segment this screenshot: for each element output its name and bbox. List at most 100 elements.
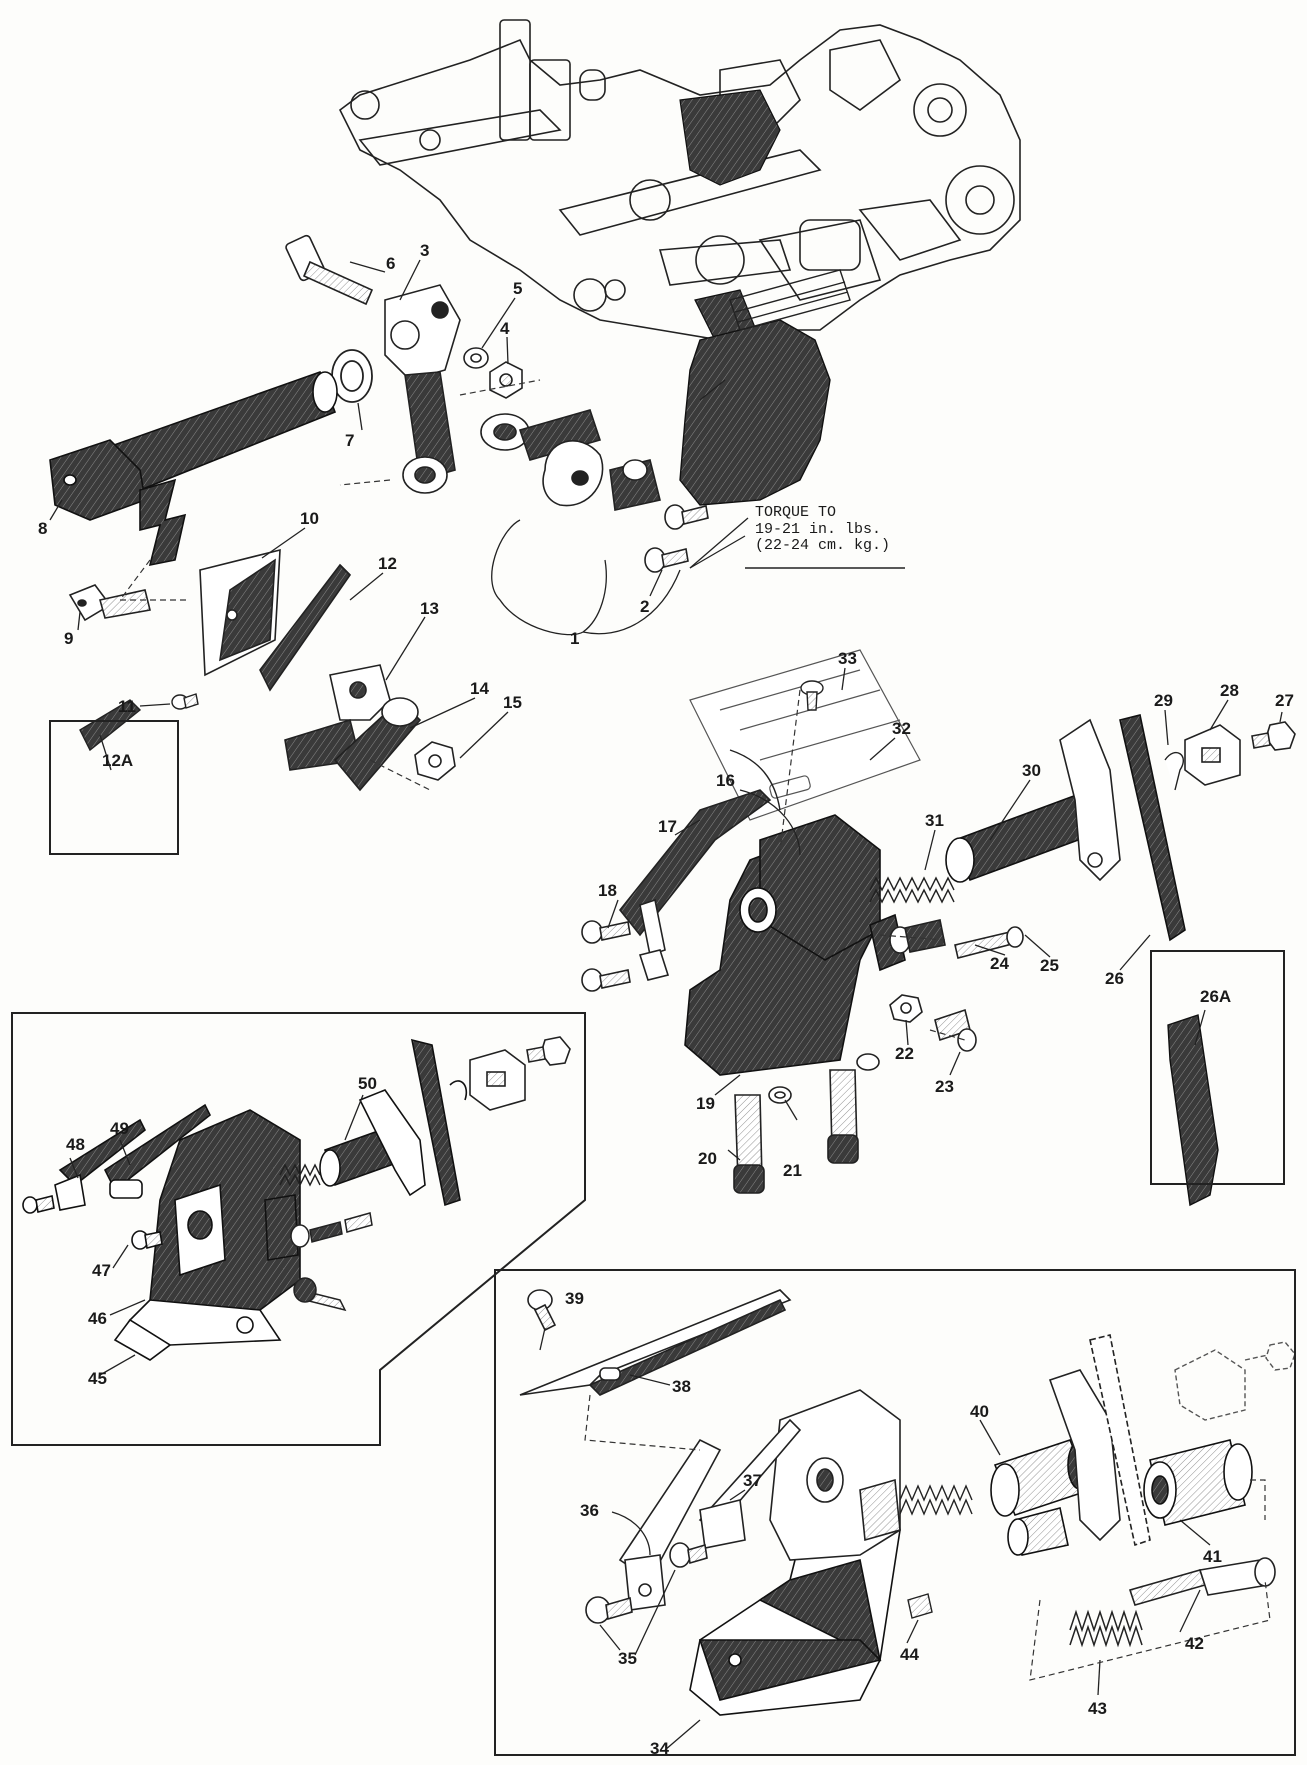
needle-plate-lines — [729, 269, 851, 331]
callout-44: 44 — [900, 1645, 919, 1664]
part-39-screw — [527, 1289, 557, 1332]
callout-31: 31 — [925, 811, 944, 830]
part-43-spring — [1069, 1609, 1143, 1648]
part-9-screw — [68, 584, 151, 622]
part-50-sleeve — [319, 1089, 426, 1197]
part-41-bushing — [1143, 1439, 1253, 1526]
part-26A-blade — [1167, 1014, 1219, 1207]
part-19-block — [684, 814, 906, 1076]
part-44-setscrew — [907, 1593, 933, 1619]
part-33-screw — [800, 680, 824, 711]
callout-12: 12 — [378, 554, 397, 573]
callout-11: 11 — [118, 697, 136, 716]
assembly-guides — [118, 379, 1271, 1681]
callout-34: 34 — [650, 1739, 669, 1758]
callout-3: 3 — [420, 241, 430, 260]
part-34-block — [689, 1509, 901, 1716]
part-5-washer — [463, 347, 489, 369]
callout-50: 50 — [358, 1074, 377, 1093]
part-6-screw — [285, 234, 374, 306]
part-16-pointer — [729, 749, 781, 811]
callout-39: 39 — [565, 1289, 584, 1308]
callout-1: 1 — [570, 629, 580, 648]
part-1-eccentric — [480, 409, 661, 511]
callout-22: 22 — [895, 1044, 914, 1063]
part-29-lever — [1059, 718, 1121, 882]
callout-2: 2 — [640, 597, 650, 616]
inset-bottom-upper-block — [769, 1389, 901, 1561]
part-8-shaft — [49, 370, 338, 567]
callout-15: 15 — [503, 693, 522, 712]
callout-17: 17 — [658, 817, 677, 836]
part-28-bracket — [1184, 724, 1241, 786]
looper-holder-dark — [679, 319, 831, 506]
callout-18: 18 — [598, 881, 617, 900]
part-31-spring — [869, 876, 955, 904]
callout-23: 23 — [935, 1077, 954, 1096]
part-14-washer-plate — [333, 697, 422, 792]
part-4-nut — [489, 361, 523, 399]
callout-27: 27 — [1275, 691, 1294, 710]
callout-30: 30 — [1022, 761, 1041, 780]
callout-46: 46 — [88, 1309, 107, 1328]
machine-assembly — [338, 19, 1021, 341]
inset-left-screws — [290, 1212, 373, 1312]
leader-lines — [49, 259, 1283, 1751]
part-12-knife — [259, 563, 352, 692]
part-2-screws — [644, 504, 709, 573]
part-20-screws — [733, 1069, 859, 1194]
callout-25: 25 — [1040, 956, 1059, 975]
callout-28: 28 — [1220, 681, 1239, 700]
part-10-holder — [199, 548, 281, 677]
part-11-screw — [171, 693, 199, 710]
inset-left-blade — [410, 1038, 468, 1207]
callout-14: 14 — [470, 679, 489, 698]
part-12A-inset — [79, 699, 142, 752]
inset-box-26A — [1150, 950, 1285, 1185]
inset-left-bracket — [469, 1036, 571, 1111]
callout-48: 48 — [66, 1135, 85, 1154]
part-22-washer — [889, 994, 923, 1023]
callout-10: 10 — [300, 509, 319, 528]
callout-24: 24 — [990, 954, 1009, 973]
callout-41: 41 — [1203, 1547, 1222, 1566]
callout-43: 43 — [1088, 1699, 1107, 1718]
callout-9: 9 — [64, 629, 74, 648]
part-35-screws — [585, 1542, 708, 1624]
part-38-knife — [519, 1289, 792, 1396]
callout-45: 45 — [88, 1369, 107, 1388]
torque-note: TORQUE TO 19-21 in. lbs. (22-24 cm. kg.) — [755, 504, 891, 555]
callout-16: 16 — [716, 771, 735, 790]
part-15-nut — [414, 741, 456, 781]
part-27-screw — [1251, 721, 1296, 751]
callout-29: 29 — [1154, 691, 1173, 710]
callout-32: 32 — [892, 719, 911, 738]
callout-49: 49 — [110, 1119, 129, 1138]
torque-note-line3: (22-24 cm. kg.) — [755, 537, 891, 554]
part-17-bracket — [618, 789, 772, 981]
inset-box-12A — [49, 720, 179, 855]
callout-40: 40 — [970, 1402, 989, 1421]
part-30-sleeve — [945, 788, 1107, 883]
callout-12A: 12A — [102, 751, 134, 770]
callout-33: 33 — [838, 649, 857, 668]
torque-note-line2: 19-21 in. lbs. — [755, 520, 882, 538]
callout-26A: 26A — [1200, 987, 1232, 1006]
inset-left-art — [22, 1103, 301, 1361]
part-42-screw — [1128, 1557, 1276, 1606]
callout-13: 13 — [420, 599, 439, 618]
callout-47: 47 — [92, 1261, 111, 1280]
callout-5: 5 — [513, 279, 523, 298]
callout-8: 8 — [38, 519, 48, 538]
callout-36: 36 — [580, 1501, 599, 1520]
callout-4: 4 — [500, 319, 510, 338]
callout-6: 6 — [386, 254, 396, 273]
inset-bottom-spring — [899, 1484, 973, 1516]
part-26-blade — [1119, 714, 1186, 942]
part-21-washer — [768, 1053, 880, 1104]
part-29-spring-clip — [1164, 751, 1184, 791]
callout-35: 35 — [618, 1649, 637, 1668]
callout-21: 21 — [783, 1161, 802, 1180]
